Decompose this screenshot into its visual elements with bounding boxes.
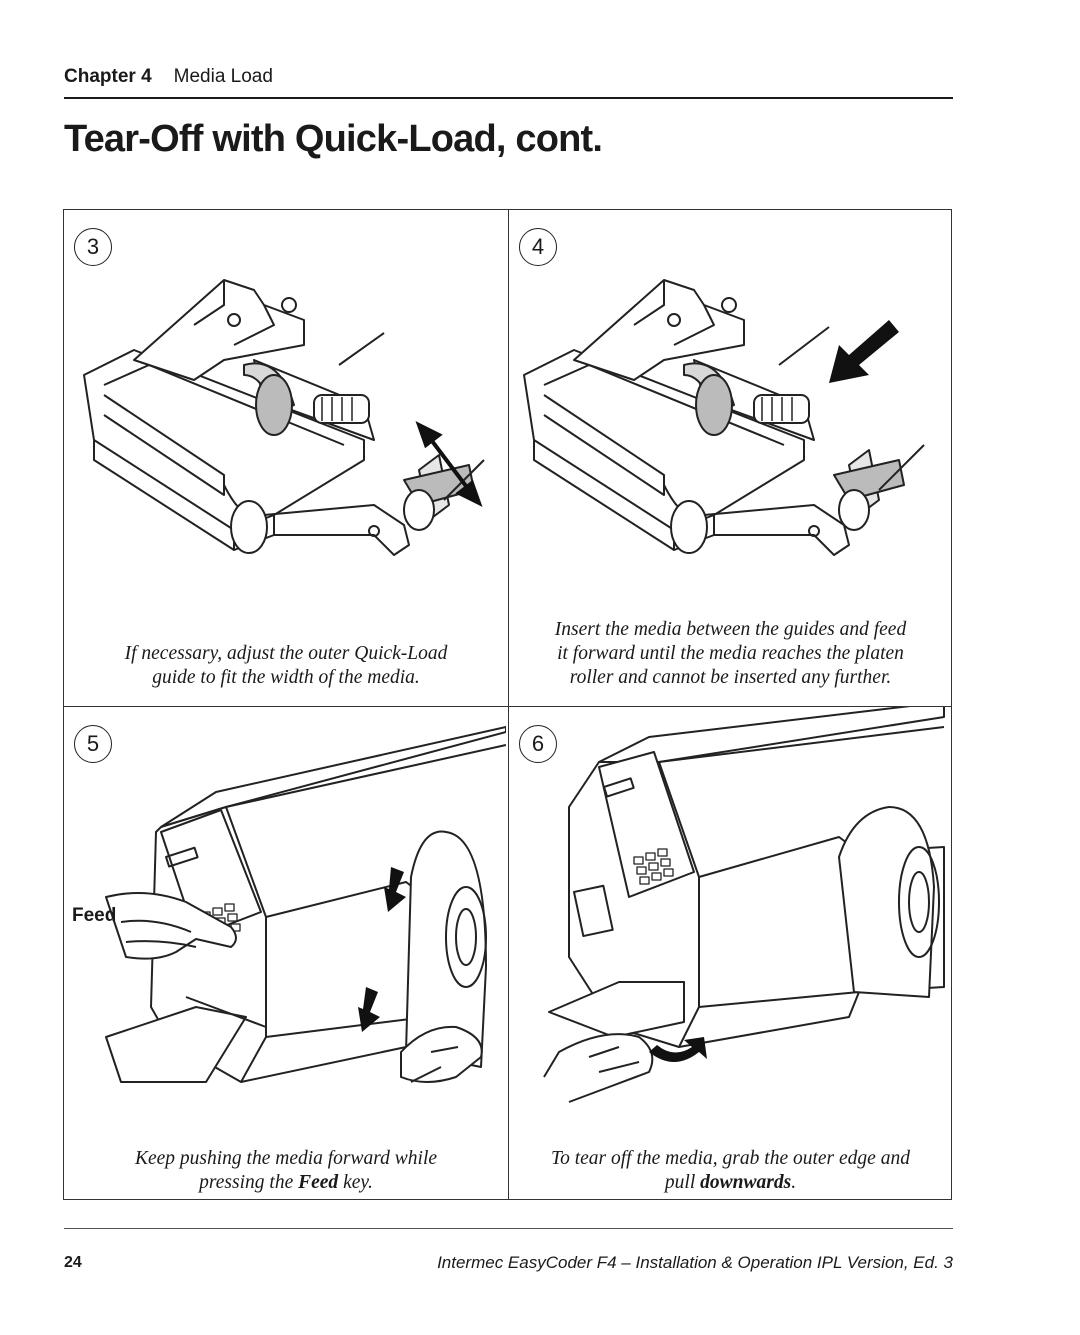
caption-line: roller and cannot be inserted any furthe…: [569, 667, 892, 688]
grid-divider-horizontal: [64, 706, 951, 707]
footer-text: Intermec EasyCoder F4 – Installation & O…: [437, 1253, 953, 1272]
caption-emphasis: Feed: [298, 1172, 339, 1193]
caption-text: pull: [664, 1172, 701, 1193]
caption-emphasis: downwards: [700, 1172, 792, 1193]
header-rule: [64, 97, 953, 99]
step-number: 3: [74, 228, 112, 266]
step-caption: Insert the media between the guides and …: [509, 618, 952, 690]
step-3-panel: 3: [64, 210, 508, 706]
step-caption: Keep pushing the media forward while pre…: [64, 1147, 508, 1195]
chapter-header: Chapter 4 Media Load: [64, 66, 273, 88]
step-5-panel: 5: [64, 707, 508, 1199]
step-caption: If necessary, adjust the outer Quick-Loa…: [64, 642, 508, 690]
printer-mechanism-illustration: [83, 279, 485, 556]
steps-grid: 3: [63, 209, 952, 1200]
caption-text: pressing the: [199, 1172, 299, 1193]
caption-text: .: [791, 1172, 797, 1193]
printer-front-illustration: [105, 726, 506, 1083]
step-number: 5: [74, 725, 112, 763]
step-6-panel: 6: [509, 707, 952, 1199]
caption-line: guide to fit the width of the media.: [152, 667, 420, 688]
caption-line: Insert the media between the guides and …: [554, 619, 907, 640]
caption-line: To tear off the media, grab the outer ed…: [551, 1148, 910, 1169]
printer-front-illustration: [543, 707, 945, 1103]
caption-line: Keep pushing the media forward while: [134, 1148, 438, 1169]
step-number: 6: [519, 725, 557, 763]
caption-line: pressing the Feed key.: [64, 1171, 508, 1195]
page-title: Tear-Off with Quick-Load, cont.: [64, 118, 603, 160]
chapter-label: Chapter 4: [64, 66, 152, 87]
page-number: 24: [64, 1254, 82, 1271]
step-number: 4: [519, 228, 557, 266]
step-caption: To tear off the media, grab the outer ed…: [509, 1147, 952, 1195]
footer-rule: [64, 1228, 953, 1229]
feed-key-label: Feed: [72, 905, 117, 926]
section-label: Media Load: [173, 66, 273, 87]
caption-line: it forward until the media reaches the p…: [557, 643, 904, 664]
caption-line: If necessary, adjust the outer Quick-Loa…: [124, 643, 448, 664]
caption-text: key.: [338, 1172, 373, 1193]
grid-divider-vertical: [508, 210, 509, 1199]
printer-mechanism-illustration: [523, 279, 925, 556]
caption-line: pull downwards.: [509, 1171, 952, 1195]
step-4-panel: 4: [509, 210, 952, 706]
